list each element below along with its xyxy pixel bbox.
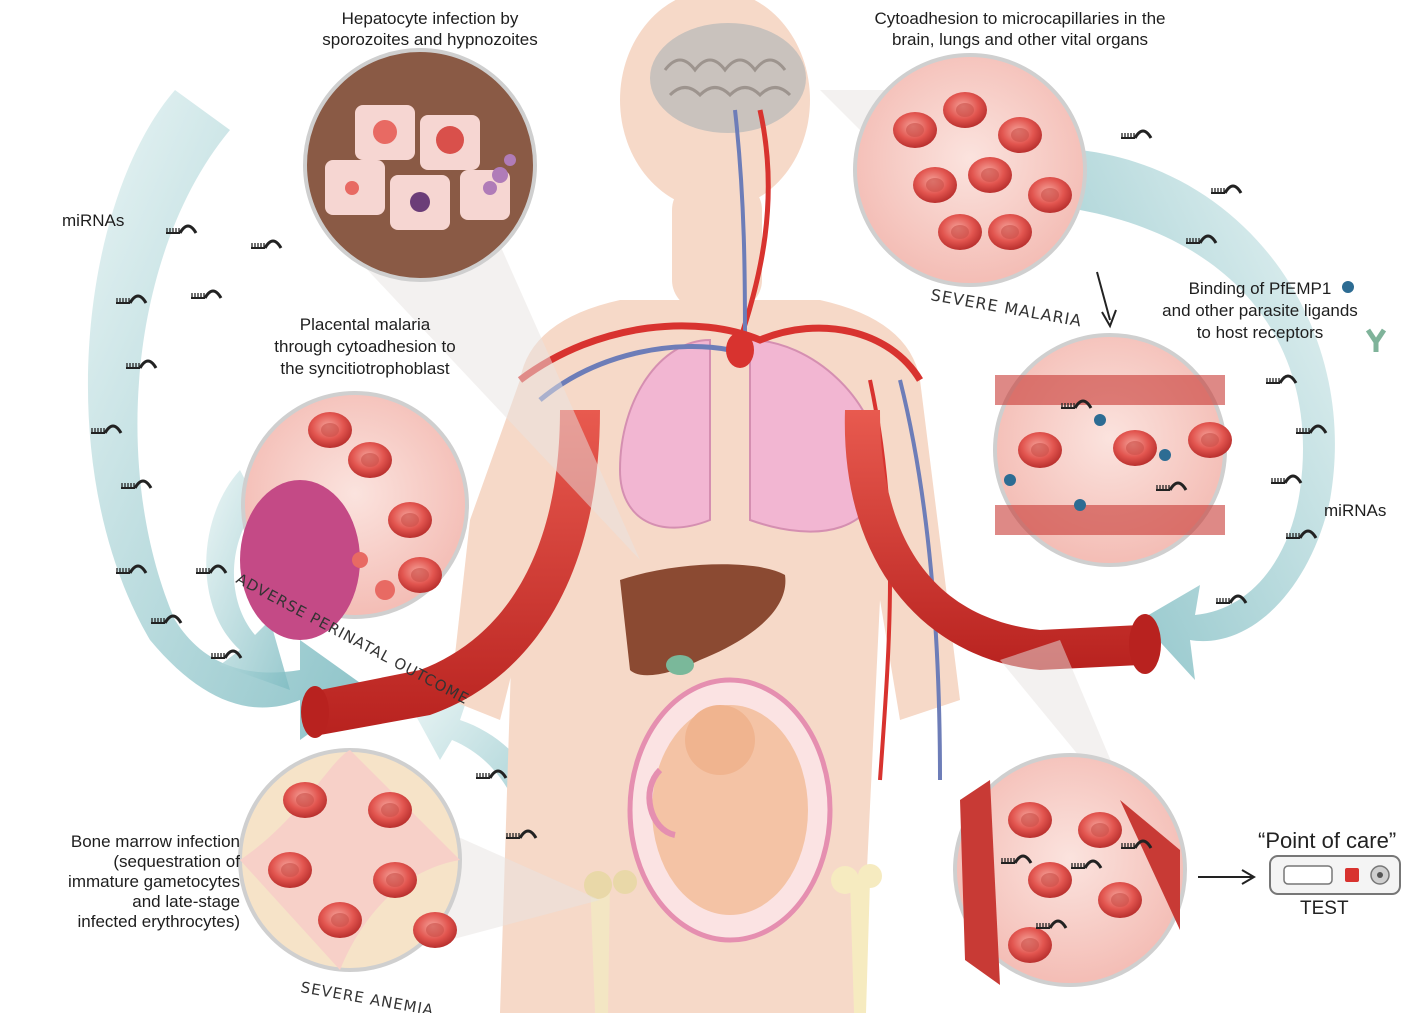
hepatocyte-label: Hepatocyte infection by sporozoites and … [290, 8, 570, 50]
binding-label-line3: to host receptors [1130, 322, 1390, 344]
placental-label: Placental malaria through cytoadhesion t… [245, 314, 485, 380]
hepatocyte-label-line1: Hepatocyte infection by [290, 8, 570, 29]
uterus-fetus [630, 680, 830, 940]
brain [650, 23, 806, 133]
test-label: TEST [1300, 898, 1349, 920]
severe-malaria-label: SEVERE MALARIA [929, 285, 1083, 330]
bone-marrow-label-line3: immature gametocytes [10, 872, 240, 892]
point-of-care-label: “Point of care” [1258, 828, 1396, 854]
bone-marrow-label-line4: and late-stage [10, 892, 240, 912]
hepatocyte-label-line2: sporozoites and hypnozoites [290, 29, 570, 50]
bone-marrow-label-line5: infected erythrocytes) [10, 912, 240, 932]
cytoadhesion-label-line2: brain, lungs and other vital organs [820, 29, 1220, 50]
bone-marrow-label-line2: (sequestration of [10, 852, 240, 872]
cytoadhesion-circle [855, 55, 1085, 285]
down-arrow [1097, 272, 1116, 326]
blood-mirna-circle [955, 755, 1185, 985]
point-of-care-device [1270, 856, 1400, 894]
gallbladder [666, 655, 694, 675]
to-test-arrow [1198, 870, 1254, 884]
severe-anemia-label: SEVERE ANEMIA [299, 978, 435, 1013]
hepatocyte-infection-circle [305, 50, 535, 280]
binding-label: Binding of PfEMP1 and other parasite lig… [1130, 278, 1390, 344]
bone-marrow-circle [240, 750, 460, 970]
cytoadhesion-label-line1: Cytoadhesion to microcapillaries in the [820, 8, 1220, 29]
binding-label-line1: Binding of PfEMP1 [1130, 278, 1390, 300]
placental-label-line1: Placental malaria [245, 314, 485, 336]
binding-circle [995, 335, 1232, 565]
placental-label-line2: through cytoadhesion to [245, 336, 485, 358]
mirnas-label-right: miRNAs [1324, 500, 1386, 521]
binding-label-line2: and other parasite ligands [1130, 300, 1390, 322]
bone-marrow-label: Bone marrow infection (sequestration of … [10, 832, 240, 932]
cytoadhesion-label: Cytoadhesion to microcapillaries in the … [820, 8, 1220, 50]
placental-label-line3: the syncitiotrophoblast [245, 358, 485, 380]
bone-marrow-label-line1: Bone marrow infection [10, 832, 240, 852]
mirnas-label-left: miRNAs [62, 210, 124, 231]
